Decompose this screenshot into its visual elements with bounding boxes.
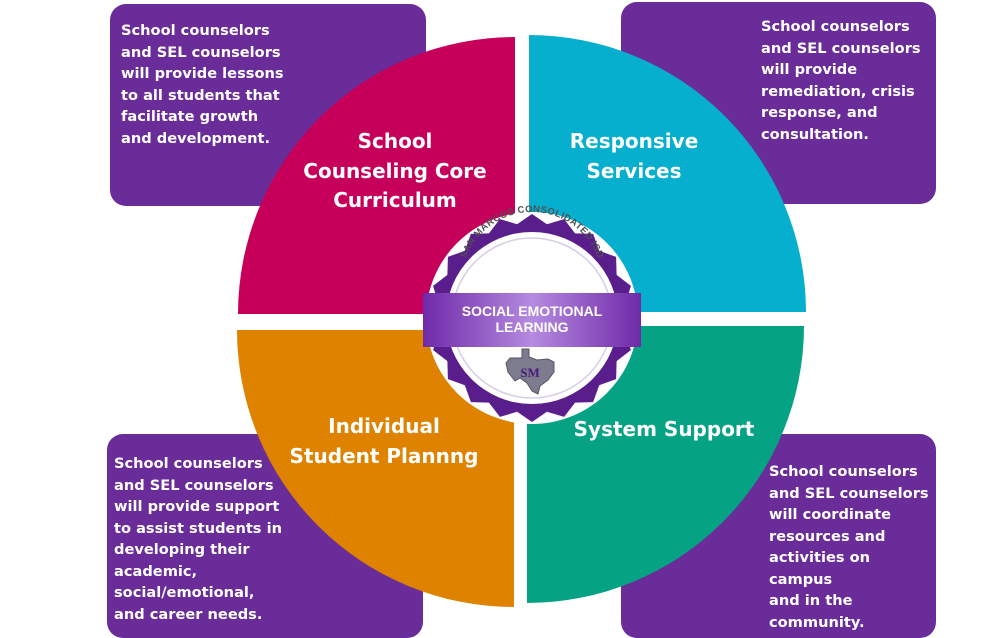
quadrant-core-curriculum — [238, 37, 515, 314]
seal-band — [423, 293, 641, 347]
quadrant-label-core-3: Curriculum — [333, 188, 457, 212]
quadrant-label-individual-2: Student Plannng — [290, 444, 479, 468]
sm-logo-text: SM — [520, 365, 540, 380]
seal-band-line-2: LEARNING — [495, 319, 568, 335]
quadrant-label-system-support: System Support — [574, 417, 755, 441]
info-text-responsive-services: School counselors and SEL counselors wil… — [761, 18, 921, 143]
info-text-individual-planning: School counselors and SEL counselors wil… — [114, 455, 282, 623]
quadrant-label-individual-1: Individual — [328, 414, 440, 438]
quadrant-label-core-1: School — [358, 129, 433, 153]
texas-icon — [505, 348, 555, 395]
quadrant-label-responsive-1: Responsive — [570, 129, 699, 153]
quadrant-label-responsive-2: Services — [586, 159, 681, 183]
info-text-core-curriculum: School counselors and SEL counselors wil… — [121, 22, 284, 147]
quadrant-individual-planning — [237, 330, 514, 607]
seal-band-line-1: SOCIAL EMOTIONAL — [462, 303, 603, 319]
quadrant-label-core-2: Counseling Core — [303, 159, 486, 183]
info-text-system-support: School counselors and SEL counselors wil… — [769, 463, 929, 631]
